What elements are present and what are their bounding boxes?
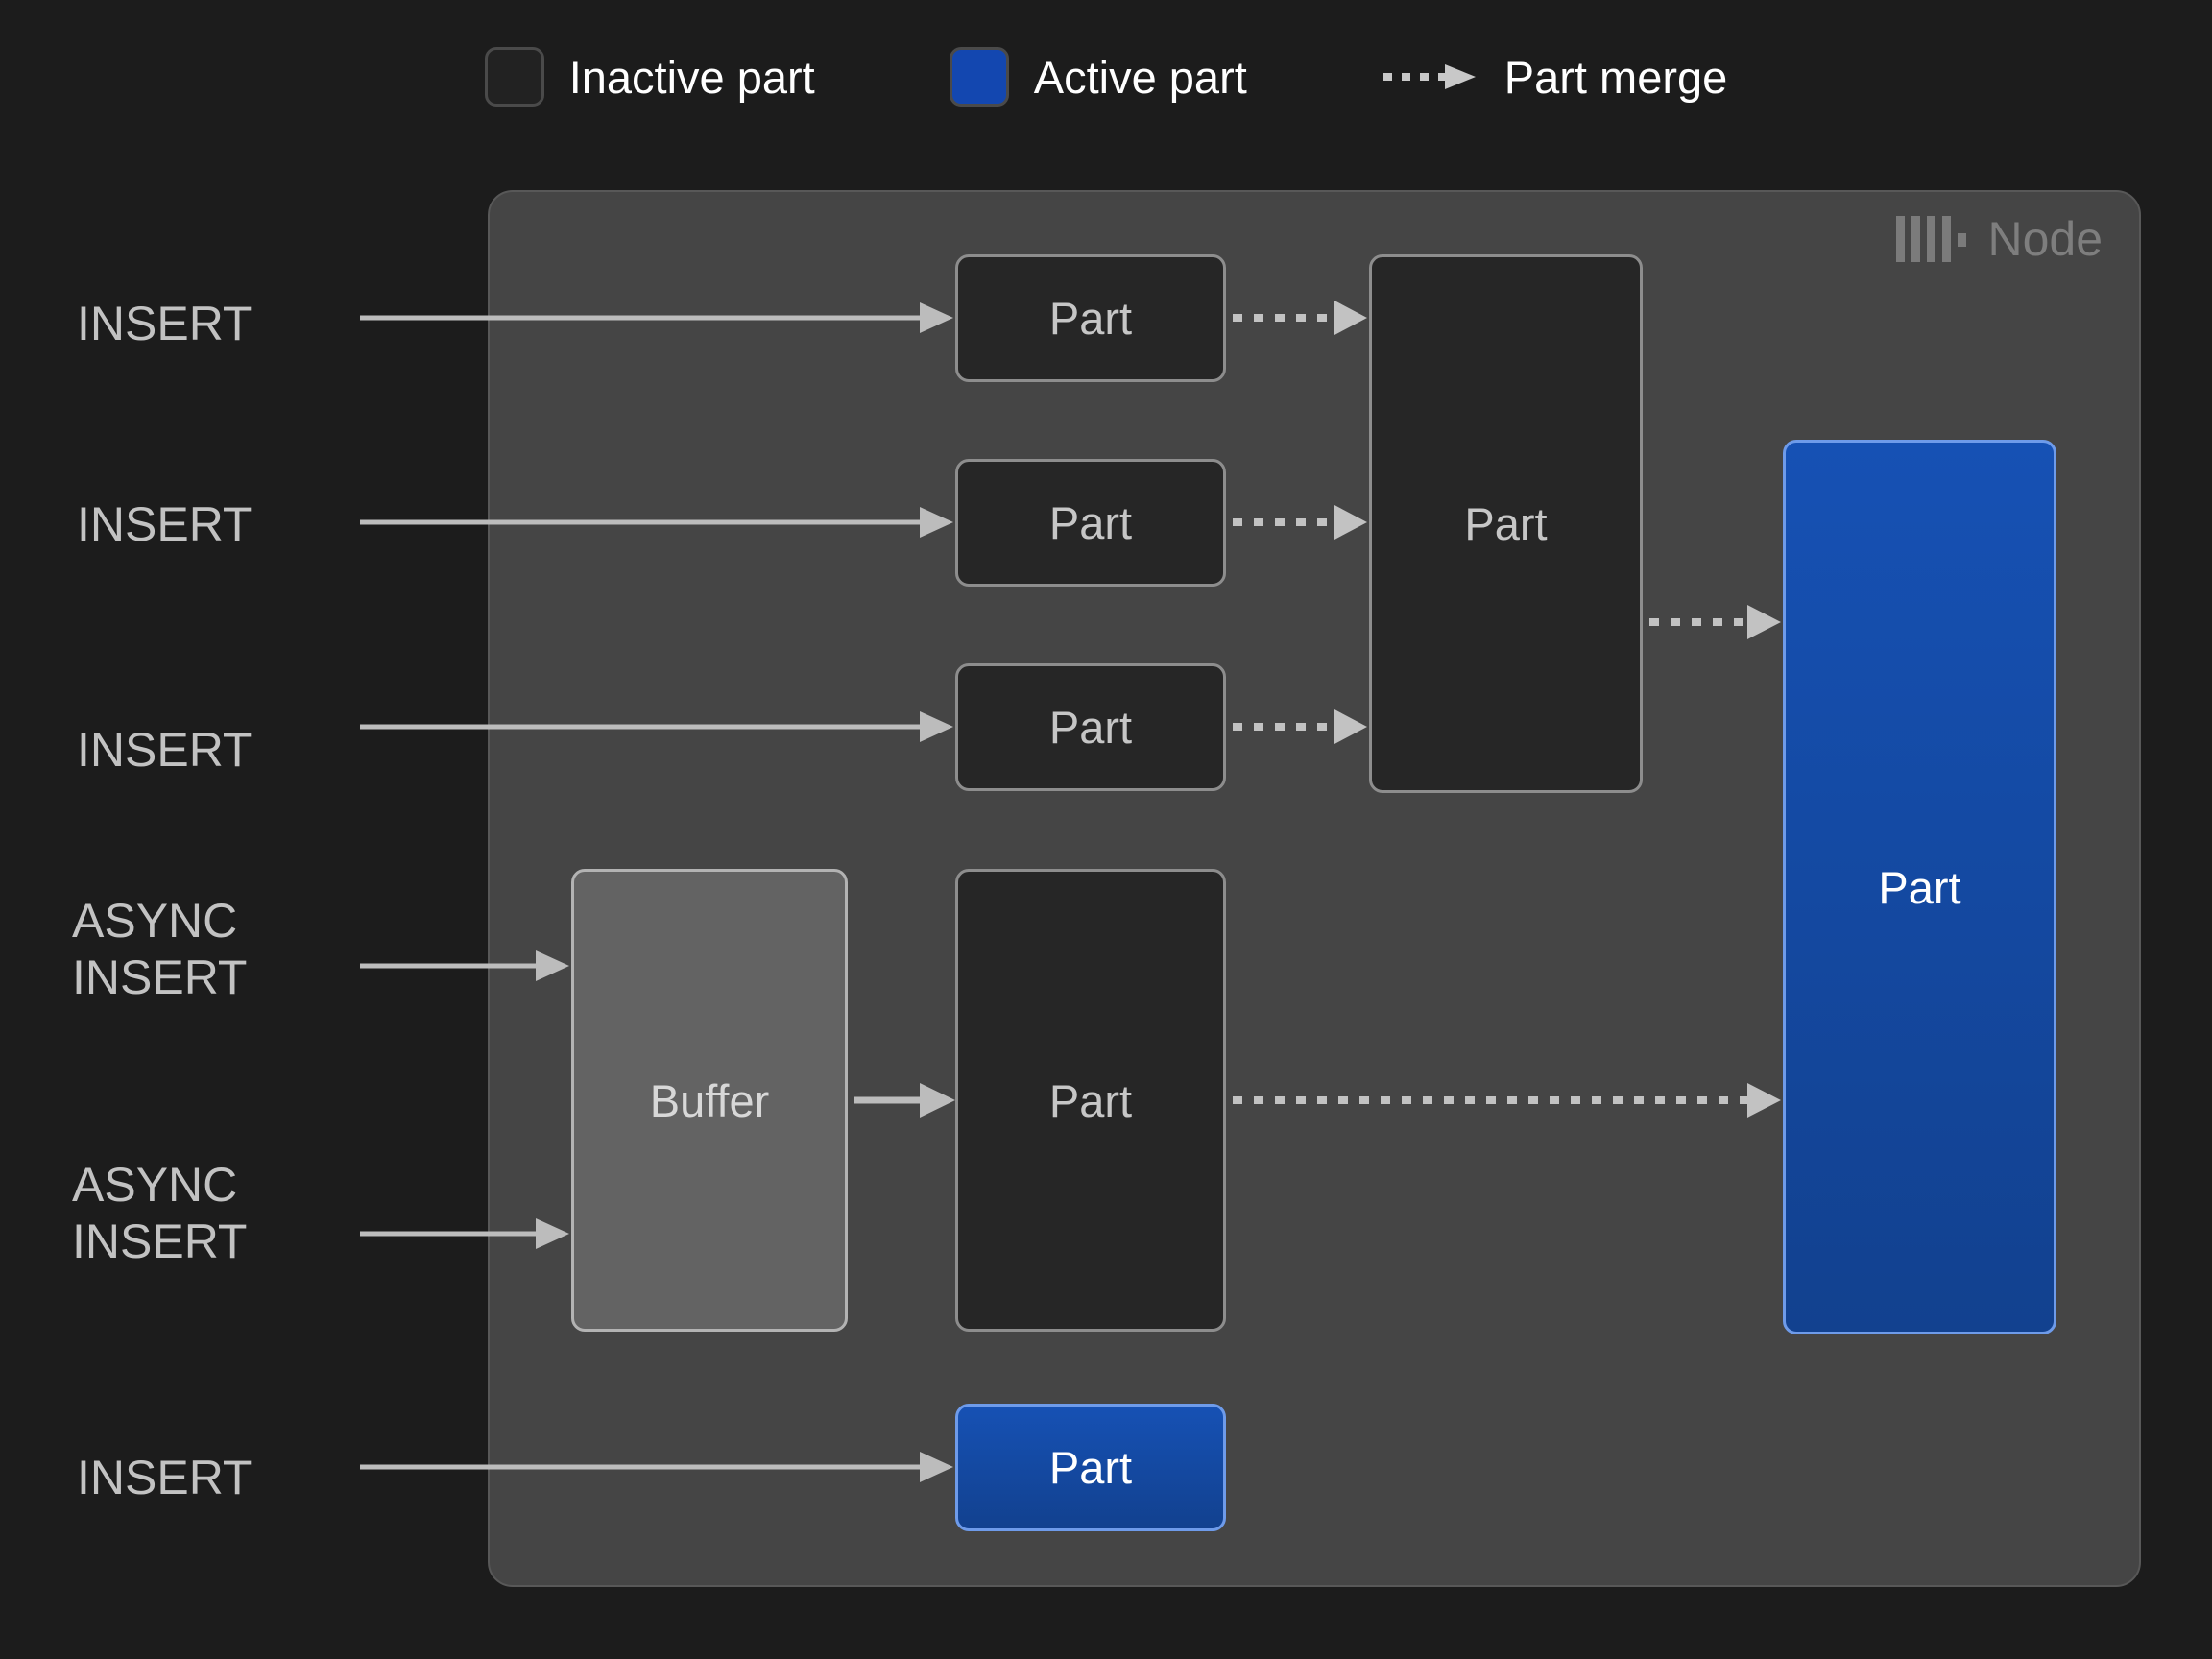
box-label: Part	[1878, 861, 1961, 913]
legend-item-active-part: Active part	[949, 47, 1247, 107]
input-label-async-insert-1: ASYNC INSERT	[72, 894, 248, 1004]
box-label: Part	[1048, 293, 1133, 344]
legend-label-inactive-part: Inactive part	[568, 51, 815, 103]
input-label-insert-1: INSERT	[77, 297, 252, 350]
node-title: Node	[1987, 212, 2103, 266]
input-label-insert-2: INSERT	[77, 497, 252, 551]
box-label: Buffer	[649, 1074, 770, 1126]
box-label: Part	[1048, 497, 1133, 548]
part-box-col1-row1[interactable]: Part	[955, 254, 1226, 382]
part-box-merged-mid[interactable]: Part	[1369, 254, 1643, 793]
buffer-box[interactable]: Buffer	[571, 869, 848, 1332]
input-label-async-insert-2: ASYNC INSERT	[72, 1158, 248, 1268]
legend: Inactive part Active part Part merge	[0, 42, 2212, 111]
box-label: Part	[1048, 1074, 1133, 1126]
input-label-insert-3: INSERT	[77, 723, 252, 777]
part-box-col1-row2[interactable]: Part	[955, 459, 1226, 587]
part-box-col1-row4[interactable]: Part	[955, 869, 1226, 1332]
dashed-arrow-icon	[1382, 64, 1476, 89]
part-box-merged-final-active[interactable]: Part	[1783, 440, 2056, 1334]
active-part-swatch-icon	[949, 47, 1009, 107]
box-label: Part	[1048, 702, 1133, 753]
legend-label-active-part: Active part	[1033, 51, 1247, 103]
legend-item-part-merge: Part merge	[1382, 55, 1727, 100]
clickhouse-logo-icon	[1896, 216, 1967, 262]
box-label: Part	[1464, 498, 1548, 549]
legend-item-inactive-part: Inactive part	[484, 47, 815, 107]
inactive-part-swatch-icon	[484, 47, 544, 107]
node-header: Node	[1896, 215, 2103, 263]
box-label: Part	[1048, 1442, 1133, 1493]
legend-label-part-merge: Part merge	[1503, 51, 1728, 103]
part-box-col1-row5-active[interactable]: Part	[955, 1404, 1226, 1531]
input-label-insert-4: INSERT	[77, 1451, 252, 1504]
part-box-col1-row3[interactable]: Part	[955, 663, 1226, 791]
